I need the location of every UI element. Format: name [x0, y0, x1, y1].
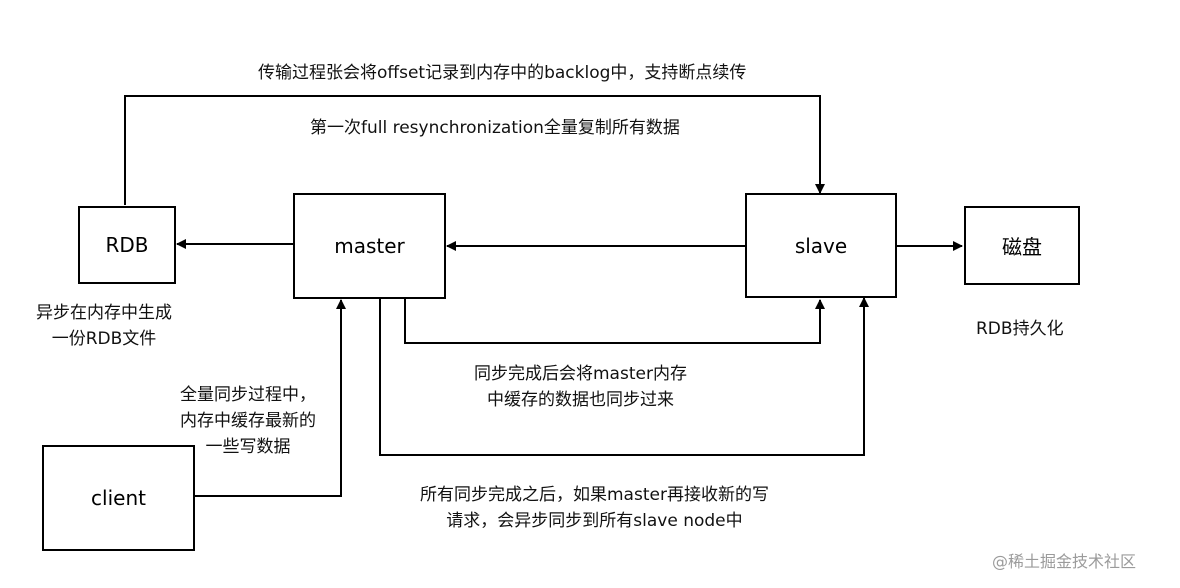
client-to-master-arrow	[195, 299, 346, 497]
async-sync-arrow	[379, 297, 869, 456]
client-cache-line-3: 一些写数据	[205, 437, 291, 457]
watermark: @稀土掘金技术社区	[992, 552, 1137, 571]
rdb-gen-line-2: 一份RDB文件	[51, 329, 157, 349]
full-resync-note: 第一次full resynchronization全量复制所有数据	[310, 118, 680, 138]
rdb-persist-note: RDB持久化	[976, 319, 1064, 339]
master-sync-arrow	[404, 299, 825, 344]
async-sync-note: 所有同步完成之后，如果master再接收新的写 请求，会异步同步到所有slave…	[420, 482, 769, 534]
slave-node: slave	[745, 193, 897, 298]
client-node: client	[42, 445, 195, 551]
master-sync-line-2: 中缓存的数据也同步过来	[486, 390, 674, 410]
master-sync-line-1: 同步完成后会将master内存	[474, 364, 687, 384]
rdb-node: RDB	[78, 206, 176, 284]
master-node: master	[293, 193, 446, 299]
client-cache-line-2: 内存中缓存最新的	[180, 411, 316, 431]
master-sync-note: 同步完成后会将master内存 中缓存的数据也同步过来	[474, 361, 687, 413]
rdb-gen-note: 异步在内存中生成 一份RDB文件	[36, 300, 172, 352]
async-sync-line-2: 请求，会异步同步到所有slave node中	[446, 511, 743, 531]
client-cache-note: 全量同步过程中， 内存中缓存最新的 一些写数据	[180, 382, 316, 460]
rdb-gen-line-1: 异步在内存中生成	[36, 303, 172, 323]
rdb-to-slave-arrow	[124, 95, 825, 205]
async-sync-line-1: 所有同步完成之后，如果master再接收新的写	[420, 485, 769, 505]
disk-node: 磁盘	[964, 206, 1080, 285]
backlog-note: 传输过程张会将offset记录到内存中的backlog中，支持断点续传	[258, 63, 747, 83]
client-cache-line-1: 全量同步过程中，	[180, 385, 316, 405]
